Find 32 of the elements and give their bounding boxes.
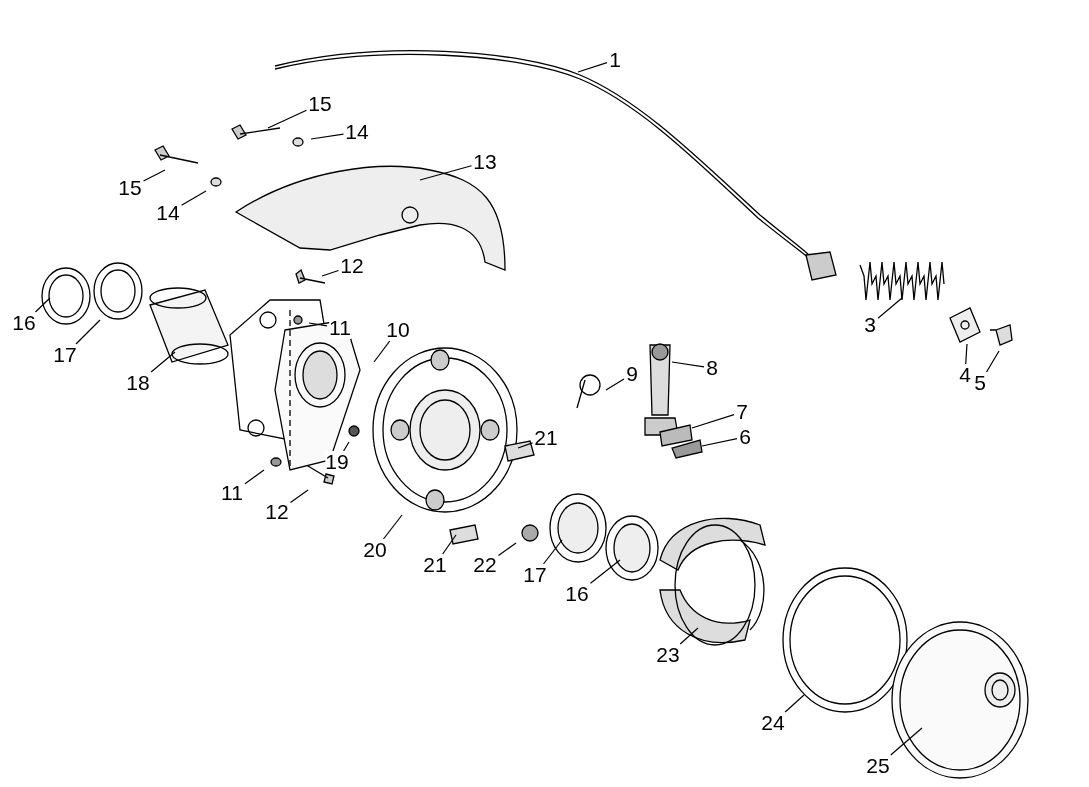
leader-line bbox=[442, 534, 457, 555]
leader-line bbox=[542, 539, 563, 565]
leader-line bbox=[890, 727, 923, 756]
leader-line bbox=[497, 542, 517, 556]
leader-line bbox=[244, 469, 265, 485]
leader-line bbox=[691, 413, 735, 429]
leader-line bbox=[289, 489, 309, 504]
leader-line bbox=[310, 133, 345, 140]
leader-line bbox=[985, 350, 1000, 373]
leader-line bbox=[75, 319, 101, 345]
leader-line bbox=[373, 340, 391, 363]
leader-line bbox=[180, 190, 207, 206]
leader-line bbox=[150, 351, 176, 373]
leader-line bbox=[577, 62, 608, 73]
leader-line bbox=[701, 438, 738, 447]
leader-line bbox=[517, 442, 534, 449]
callout-number: 11 bbox=[329, 317, 351, 339]
leader-line bbox=[142, 169, 166, 182]
leader-line bbox=[877, 297, 903, 319]
leader-line bbox=[343, 441, 350, 452]
leader-line bbox=[267, 109, 308, 129]
leader-line bbox=[679, 627, 699, 645]
leader-line bbox=[605, 378, 625, 391]
leader-line bbox=[321, 269, 340, 277]
leader-line bbox=[784, 694, 805, 713]
leader-line bbox=[308, 322, 328, 327]
leader-line bbox=[382, 514, 403, 540]
leader-line bbox=[34, 297, 51, 313]
leader-line bbox=[419, 165, 473, 181]
leader-line bbox=[965, 343, 968, 365]
leader-line bbox=[589, 559, 621, 584]
leader-line bbox=[671, 361, 705, 368]
